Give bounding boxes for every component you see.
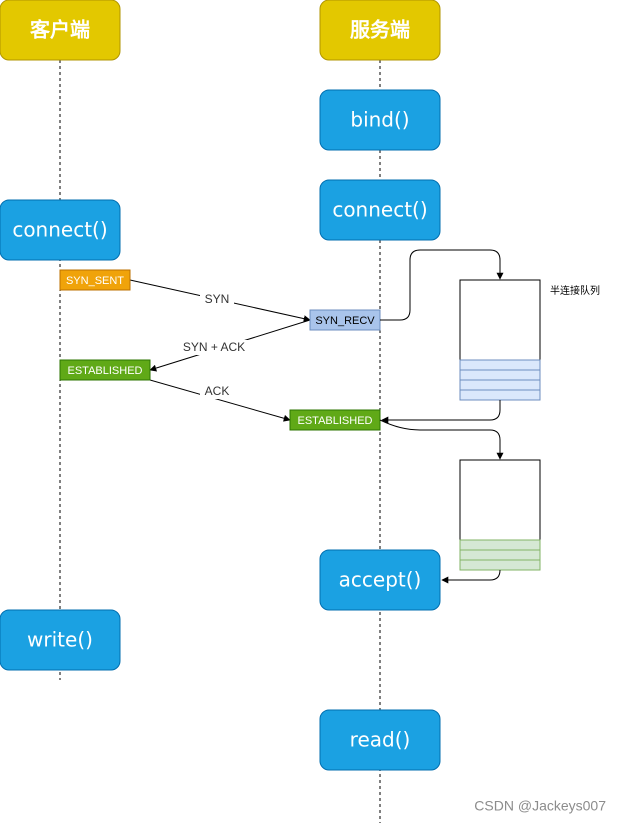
server-connect-label: connect()	[332, 198, 427, 222]
full-connection-queue	[459, 459, 541, 571]
state-server-established-label: ESTABLISHED	[298, 415, 373, 427]
client-connect-box: connect()	[0, 199, 121, 261]
server-accept-box: accept()	[319, 549, 441, 611]
ack-arrow	[149, 379, 291, 422]
server-accept-label: accept()	[339, 568, 422, 592]
syn-ack-label: SYN + ACK	[183, 340, 245, 354]
client-write-label: write()	[27, 628, 93, 652]
server-connect-box: connect()	[319, 179, 441, 241]
client-header: 客户端	[0, 0, 121, 61]
state-client-established: ESTABLISHED	[59, 359, 151, 381]
watermark: CSDN @Jackeys007	[474, 798, 606, 814]
client-write-box: write()	[0, 609, 121, 671]
client-header-label: 客户端	[29, 18, 90, 42]
server-read-label: read()	[350, 728, 411, 752]
half-connection-queue	[459, 279, 541, 401]
half-queue-to-established-arrow	[381, 400, 501, 424]
server-bind-label: bind()	[350, 108, 409, 132]
state-syn-recv: SYN_RECV	[309, 309, 381, 331]
state-client-established-label: ESTABLISHED	[68, 365, 143, 377]
server-read-box: read()	[319, 709, 441, 771]
state-server-established: ESTABLISHED	[289, 409, 381, 431]
half-connection-queue-label: 半连接队列	[550, 284, 600, 297]
server-header-label: 服务端	[350, 18, 410, 42]
state-syn-sent-label: SYN_SENT	[66, 275, 124, 287]
established-to-full-queue-arrow	[379, 419, 504, 460]
state-syn-sent: SYN_SENT	[59, 269, 131, 291]
ack-label: ACK	[205, 384, 230, 398]
state-syn-recv-label: SYN_RECV	[315, 315, 375, 327]
full-queue-to-accept-arrow	[441, 569, 501, 584]
server-header: 服务端	[319, 0, 441, 61]
server-bind-box: bind()	[319, 89, 441, 151]
syn-recv-to-half-queue-arrow	[380, 249, 504, 321]
client-connect-label: connect()	[12, 218, 107, 242]
syn-label: SYN	[205, 292, 230, 306]
